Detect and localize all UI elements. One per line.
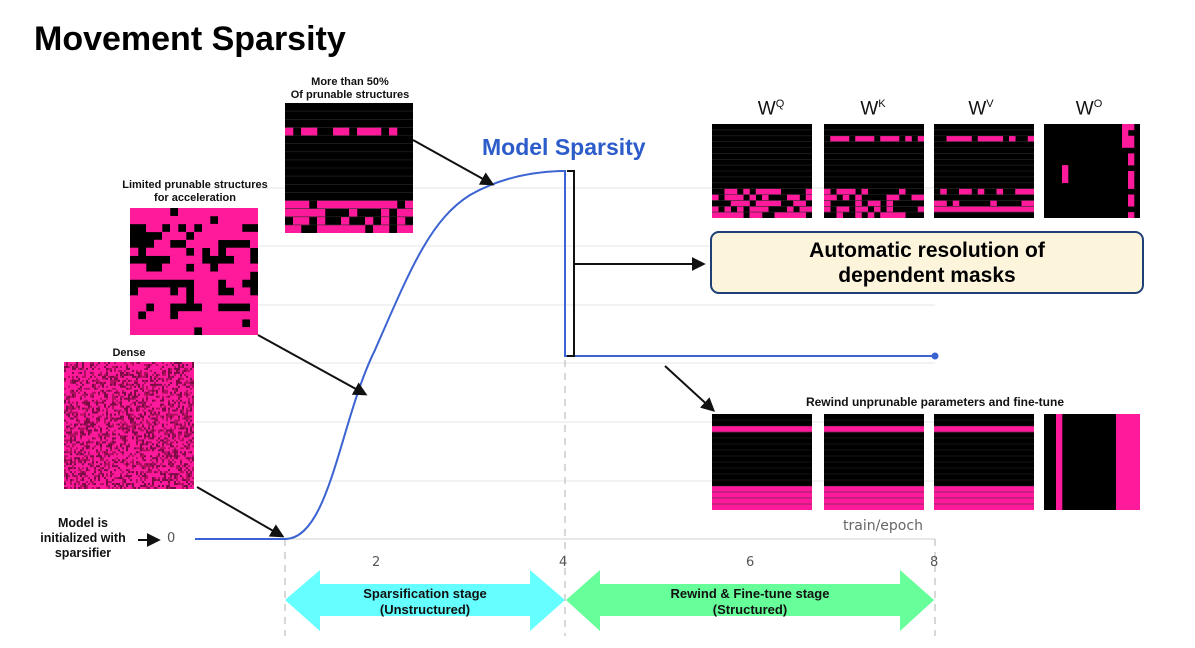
stage-guides — [284, 360, 936, 636]
more-caption-line1: More than 50% — [311, 76, 389, 88]
weight-label-q: WQ — [757, 98, 785, 120]
wk-mask-structured — [824, 414, 924, 510]
finetune-stage-arrow — [566, 570, 934, 631]
x-tick-2: 2 — [372, 555, 381, 570]
weight-label-v: WV — [968, 98, 994, 120]
y-zero-label: 0 — [167, 531, 176, 546]
finetune-stage-line2: (Structured) — [712, 602, 788, 617]
init-label-line1: Model is — [57, 516, 108, 530]
finetune-stage-label: Rewind & Fine-tune stage (Structured) — [600, 586, 900, 618]
wq-mask-structured — [712, 414, 812, 510]
sparsity-curve — [195, 170, 935, 540]
wv-mask-unstructured — [934, 124, 1034, 218]
mask-bracket — [567, 170, 575, 357]
sparsification-stage-line1: Sparsification stage — [363, 586, 487, 601]
automatic-resolution-box: Automatic resolution of dependent masks — [710, 231, 1144, 294]
resolution-line2: dependent masks — [838, 263, 1016, 287]
weight-label-o: WO — [1075, 98, 1103, 120]
limited-caption: Limited prunable structures for accelera… — [100, 179, 290, 205]
limited-structures-matrix — [130, 208, 258, 335]
weight-label-k: WK — [860, 98, 886, 120]
more-than-50-caption: More than 50% Of prunable structures — [270, 76, 430, 102]
more-caption-line2: Of prunable structures — [290, 89, 410, 101]
page-title: Movement Sparsity — [34, 20, 346, 58]
dense-caption: Dense — [112, 347, 146, 359]
x-tick-8: 8 — [930, 555, 939, 570]
init-label-line3: sparsifier — [54, 546, 112, 560]
wk-mask-unstructured — [824, 124, 924, 218]
curve-end-point — [931, 352, 939, 360]
arrow-rewind — [664, 365, 716, 412]
arrow-dense — [196, 486, 285, 538]
wo-mask-unstructured — [1044, 124, 1140, 218]
more-than-50-matrix — [285, 103, 413, 233]
arrow-limited-structures — [257, 334, 368, 396]
sparsification-stage-line2: (Unstructured) — [379, 602, 471, 617]
sparsification-stage-arrow — [285, 570, 565, 631]
init-label: Model is initialized with sparsifier — [24, 516, 142, 561]
x-axis-name: train/epoch — [843, 518, 923, 534]
sparsification-stage-label: Sparsification stage (Unstructured) — [320, 586, 530, 618]
finetune-stage-line1: Rewind & Fine-tune stage — [670, 586, 830, 601]
limited-caption-line2: for acceleration — [154, 192, 236, 204]
dense-matrix — [64, 362, 194, 489]
x-tick-6: 6 — [746, 555, 755, 570]
wv-mask-structured — [934, 414, 1034, 510]
init-label-line2: initialized with — [40, 531, 126, 545]
wo-mask-structured — [1044, 414, 1140, 510]
wq-mask-unstructured — [712, 124, 812, 218]
arrow-more-than-50 — [412, 139, 495, 186]
x-tick-4: 4 — [559, 555, 568, 570]
model-sparsity-label: Model Sparsity — [482, 134, 646, 160]
rewind-caption: Rewind unprunable parameters and fine-tu… — [805, 395, 1065, 409]
limited-caption-line1: Limited prunable structures — [122, 179, 268, 191]
resolution-line1: Automatic resolution of — [809, 238, 1045, 262]
